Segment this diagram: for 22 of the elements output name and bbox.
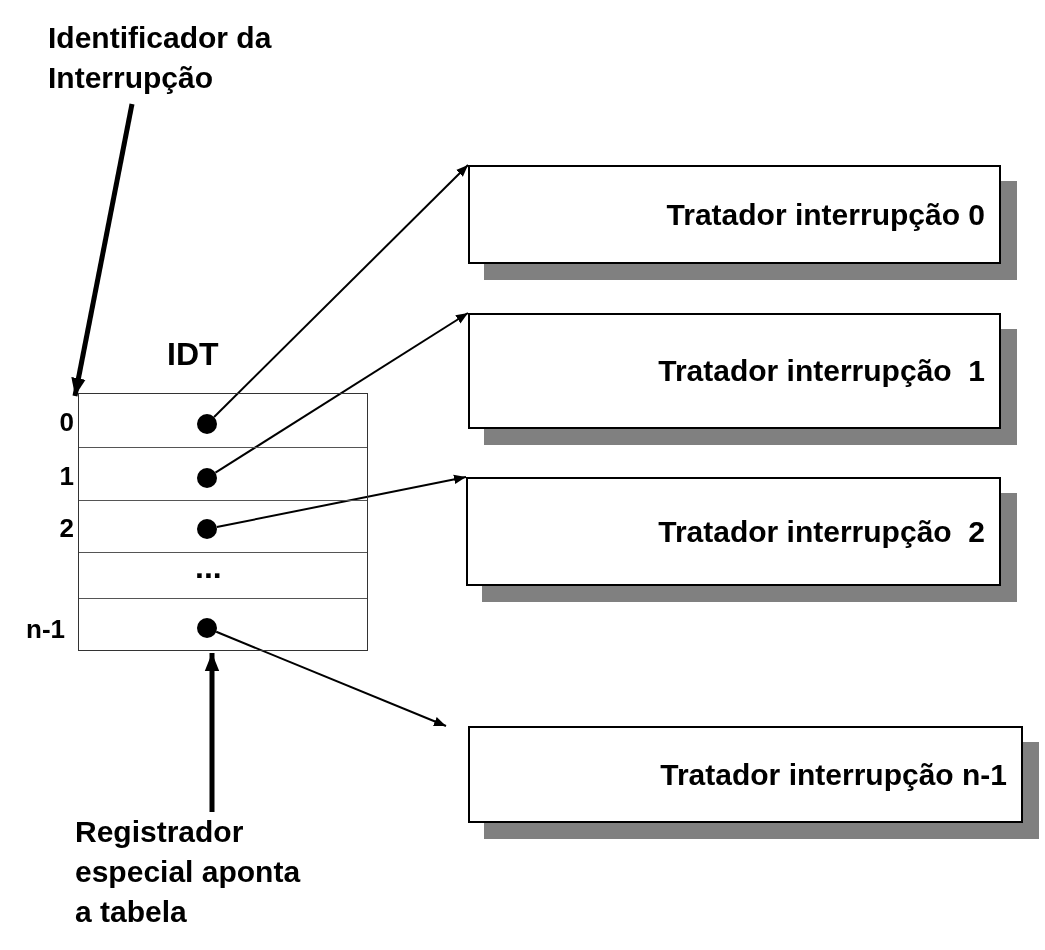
row-index: 2: [59, 513, 74, 543]
annotation-text: Identificador da Interrupção: [48, 18, 378, 98]
annotation-text: Registrador especial aponta a tabela: [75, 812, 325, 932]
arrow: [215, 474, 467, 529]
row-index: n-1: [26, 614, 65, 644]
row-index: 0: [59, 407, 74, 437]
pointer-dot: [197, 468, 217, 488]
arrow: [214, 312, 469, 474]
handler-label: Tratador interrupção 2: [658, 514, 985, 549]
row-index: 1: [59, 460, 74, 491]
pointer-dot: [197, 414, 217, 434]
arrow: [204, 653, 220, 812]
arrow: [215, 630, 447, 727]
handler-label: Tratador interrupção n-1: [660, 757, 1007, 792]
arrow: [213, 164, 469, 418]
pointer-dot: [197, 519, 217, 539]
table-title: IDT: [167, 336, 219, 373]
handler-label: Tratador interrupção 0: [666, 197, 985, 232]
pointer-dot: [197, 618, 217, 638]
arrow: [71, 103, 135, 397]
handler-label: Tratador interrupção 1: [658, 354, 985, 388]
ellipsis-text: ...: [195, 551, 222, 583]
